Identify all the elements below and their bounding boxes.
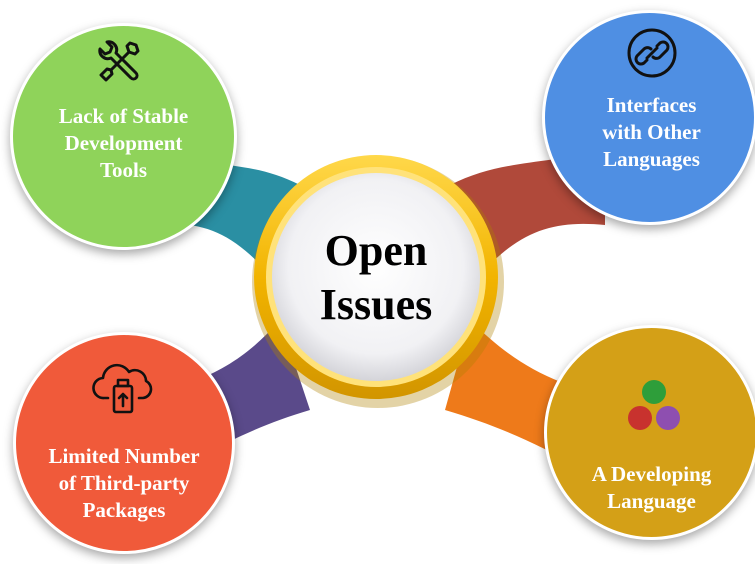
node-top-left-line-3: Tools — [99, 158, 148, 182]
node-top-left-line-1: Lack of Stable — [58, 104, 189, 128]
node-bottom-right-label: A Developing Language — [544, 461, 755, 515]
node-top-left-line-2: Development — [64, 131, 183, 155]
node-top-right-line-1: Interfaces — [606, 93, 697, 117]
node-bottom-right-bubble — [544, 325, 755, 540]
node-bottom-left-bubble — [13, 332, 235, 554]
node-bottom-right-line-2: Language — [607, 489, 696, 513]
node-top-left-label: Lack of Stable Development Tools — [10, 103, 237, 184]
node-top-right-label: Interfaces with Other Languages — [544, 92, 755, 173]
node-bottom-left-line-3: Packages — [82, 498, 166, 522]
node-bottom-left-line-2: of Third-party — [58, 471, 190, 495]
center-disc — [272, 173, 480, 381]
three-circles-icon — [628, 380, 680, 430]
node-bottom-right-line-1: A Developing — [591, 462, 712, 486]
node-top-right-line-2: with Other — [602, 120, 701, 144]
node-top-right-bubble — [542, 10, 755, 225]
node-bottom-left-line-1: Limited Number — [48, 444, 200, 468]
node-top-right-line-3: Languages — [603, 147, 700, 171]
center-title-line-1: Open — [324, 226, 428, 275]
cloud-usb-icon — [92, 363, 153, 414]
link-icon — [627, 28, 677, 78]
tools-icon — [98, 40, 140, 82]
center-title: Open Issues — [276, 224, 476, 332]
node-bottom-left-label: Limited Number of Third-party Packages — [13, 443, 235, 524]
center-title-line-2: Issues — [319, 280, 433, 329]
